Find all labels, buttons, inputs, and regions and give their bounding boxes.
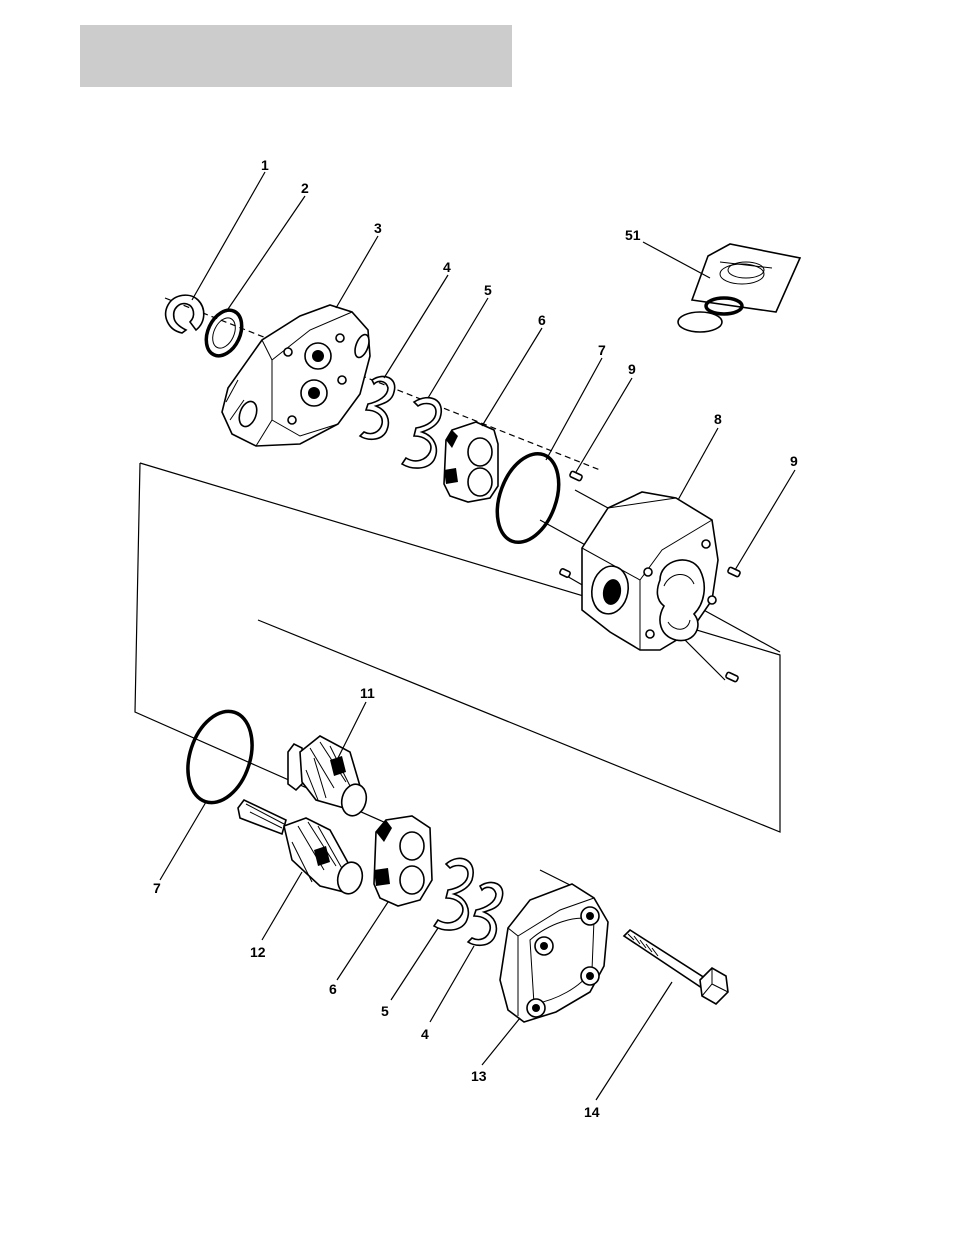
callout-12: 12 (250, 944, 266, 960)
end-cover-part-13 (500, 884, 608, 1022)
wear-plate-part-6-top (444, 422, 498, 502)
callout-5-bottom: 5 (381, 1003, 389, 1019)
callout-14: 14 (584, 1104, 600, 1120)
callout-2: 2 (301, 180, 309, 196)
callout-6-bottom: 6 (329, 981, 337, 997)
shaft-seal-part-2 (199, 304, 248, 361)
callout-11: 11 (360, 685, 375, 701)
backup-gasket-part-4-top (360, 376, 395, 439)
seal-part-5-bottom (434, 858, 473, 930)
callout-4-bottom: 4 (421, 1026, 429, 1042)
backup-gasket-part-4-bottom (468, 882, 503, 945)
callout-9-top: 9 (628, 361, 636, 377)
retaining-ring-part-1 (166, 295, 204, 333)
callout-13: 13 (471, 1068, 487, 1084)
leader-lines (160, 172, 795, 1100)
callout-4-top: 4 (443, 259, 451, 275)
callout-3: 3 (374, 220, 382, 236)
seal-part-5-top (402, 398, 441, 468)
o-ring-part-7-bottom (177, 703, 263, 811)
mounting-flange-part-3 (222, 305, 372, 446)
callout-5-top: 5 (484, 282, 492, 298)
callout-7-bottom: 7 (153, 880, 161, 896)
pump-body-part-8 (582, 492, 718, 650)
callout-51: 51 (625, 227, 641, 243)
callout-1: 1 (261, 157, 269, 173)
callout-9-right: 9 (790, 453, 798, 469)
driven-gear-part-11 (288, 736, 370, 819)
seal-kit-part-51 (678, 244, 800, 332)
callout-6-top: 6 (538, 312, 546, 328)
cap-screw-part-14 (624, 930, 728, 1004)
callout-7-top: 7 (598, 342, 606, 358)
wear-plate-part-6-bottom (374, 816, 432, 906)
callout-8: 8 (714, 411, 722, 427)
